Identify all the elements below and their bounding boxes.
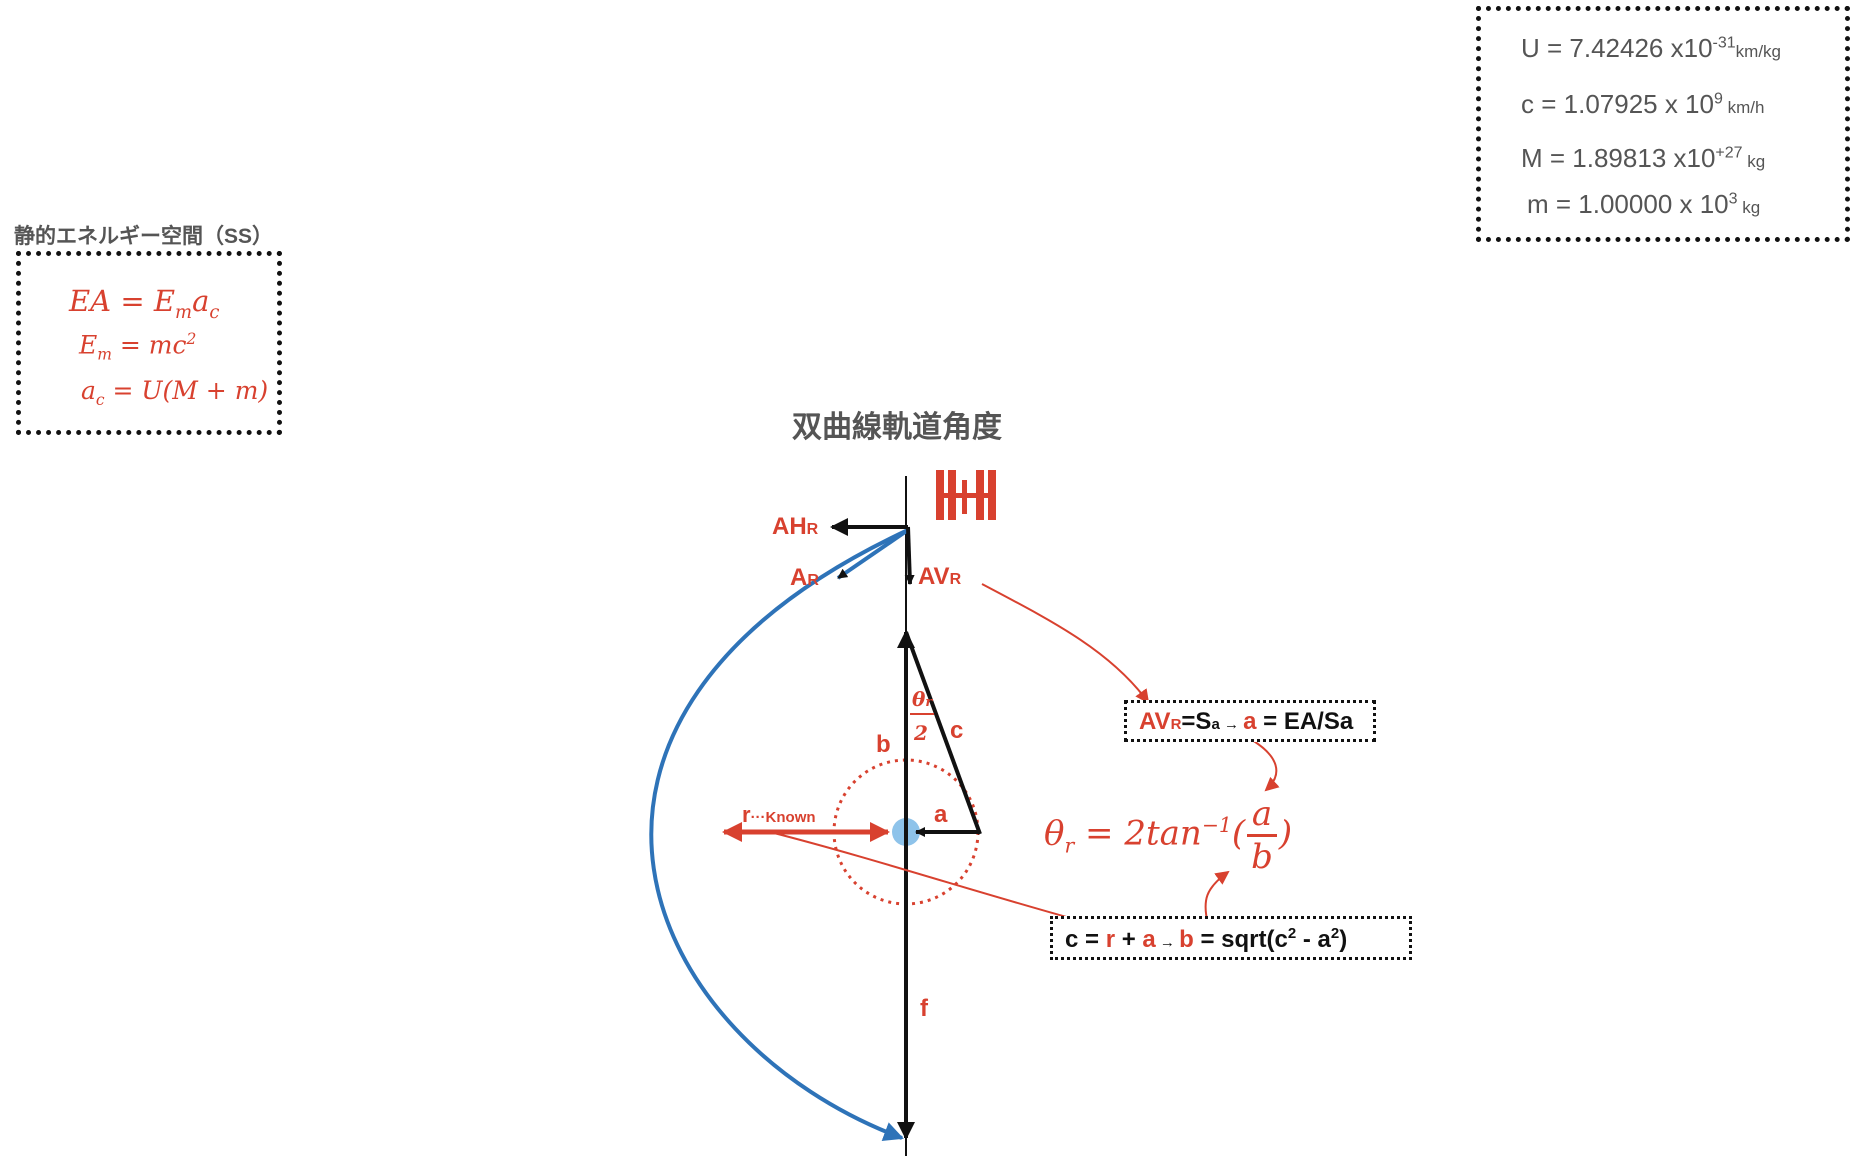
constant-big-m: M = 1.89813 x10+27 kg [1521,143,1766,173]
c-relation-box: c = r + a → b = sqrt(c2 - a2) [1050,916,1412,960]
hypotenuse-c [904,631,982,835]
av-relation-box: AVR=Sa → a = EA/Sa [1124,700,1376,742]
ss-title: 静的エネルギー空間（SS） [14,225,274,248]
label-ah: AHR [772,513,819,540]
label-theta-half-denominator: 2 [913,721,928,745]
label-f: f [920,995,929,1022]
ss-equation-ac: ac = U(M + m) [81,376,269,409]
label-b: b [876,731,891,758]
ss-equation-em: Em = mc2 [79,330,197,364]
label-a-r: AR [790,564,819,591]
space-station-icon [936,470,996,520]
label-theta-half: θr [912,687,933,711]
constant-small-m: m = 1.00000 x 103 kg [1527,189,1761,219]
constant-u: U = 7.42426 x10-31km/kg [1521,33,1782,63]
trajectory-entry-arrow [836,528,910,580]
diagram-title: 双曲線軌道角度 [792,410,1002,445]
ss-equations-box: EA = Emac Em = mc2 ac = U(M + m) [16,251,282,435]
label-r-known: r···Known [742,802,816,827]
label-c: c [950,717,963,744]
constants-box: U = 7.42426 x10-31km/kg c = 1.07925 x 10… [1476,6,1850,242]
connector-box-to-theta [1251,739,1280,792]
ss-equation-ea: EA = Emac [69,284,220,323]
label-a: a [934,801,948,828]
hyperbolic-trajectory [649,528,909,1142]
label-av: AVR [918,563,962,590]
constant-c: c = 1.07925 x 109 km/h [1521,89,1765,119]
connector-av-to-box [981,583,1150,704]
vector-av [904,526,915,585]
